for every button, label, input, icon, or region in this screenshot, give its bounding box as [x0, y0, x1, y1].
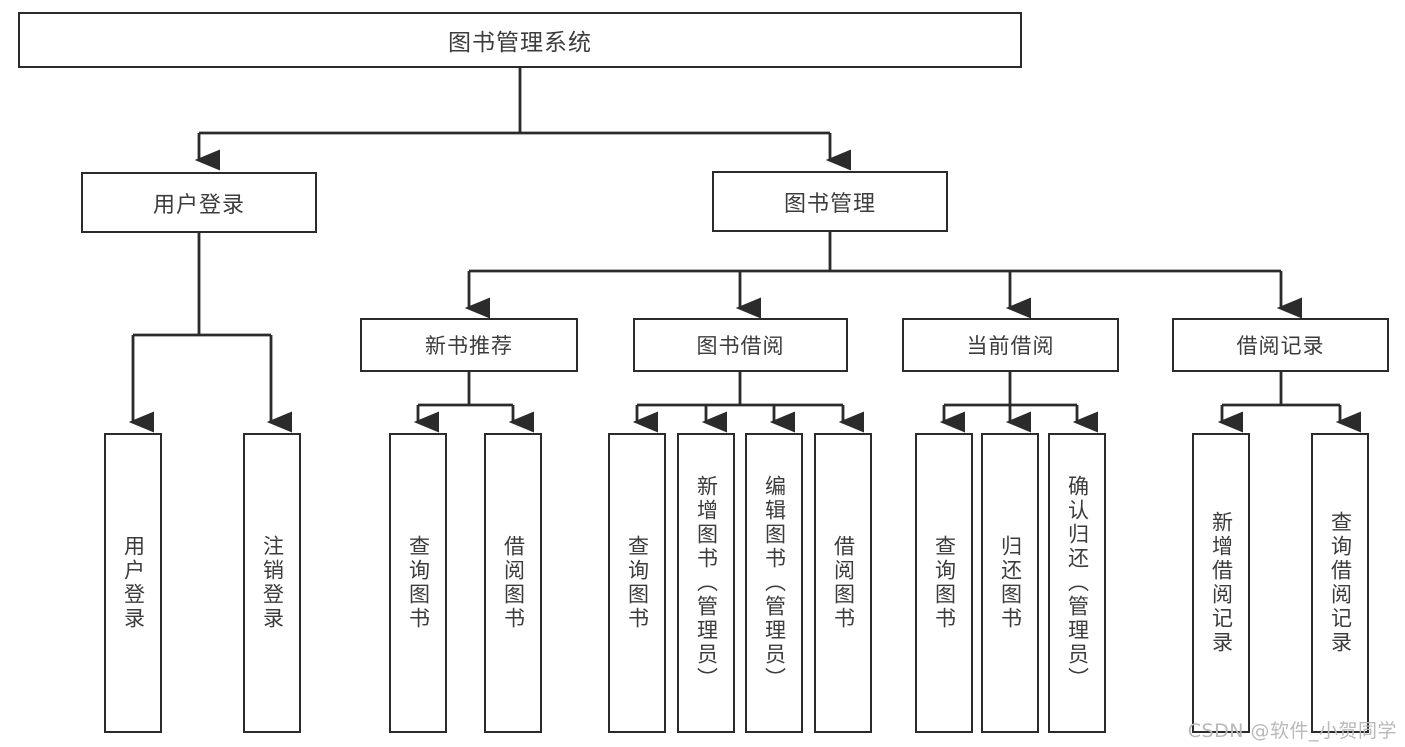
leaf-query-book-borrow[interactable]: 查询图书 [608, 433, 666, 733]
node-label: 查询借阅记录 [1328, 511, 1353, 655]
node-book-borrow[interactable]: 图书借阅 [633, 318, 848, 372]
node-label: 新增借阅记录 [1209, 511, 1234, 655]
node-label: 新书推荐 [425, 334, 513, 358]
node-label: 图书管理 [783, 191, 876, 217]
node-label: 借阅图书 [831, 535, 856, 631]
node-label: 新增图书（管理员） [694, 475, 719, 691]
node-current-borrow[interactable]: 当前借阅 [902, 318, 1119, 372]
node-user-login[interactable]: 用户登录 [81, 172, 317, 233]
node-label: 借阅图书 [501, 535, 526, 631]
node-label: 图书借阅 [696, 334, 785, 358]
node-label: 查询图书 [625, 535, 650, 631]
node-book-management[interactable]: 图书管理 [712, 171, 948, 232]
node-new-book-recommend[interactable]: 新书推荐 [360, 318, 578, 372]
leaf-confirm-return-admin[interactable]: 确认归还（管理员） [1048, 433, 1106, 733]
node-root-system[interactable]: 图书管理系统 [18, 12, 1022, 68]
node-label: 借阅记录 [1236, 334, 1325, 358]
node-label: 编辑图书（管理员） [762, 475, 787, 691]
leaf-borrow-book-recommend[interactable]: 借阅图书 [484, 433, 542, 733]
leaf-add-book-admin[interactable]: 新增图书（管理员） [677, 433, 735, 733]
node-label: 用户登录 [121, 535, 146, 631]
watermark: CSDN @软件_小贺同学 [1187, 720, 1397, 742]
leaf-query-borrow-record[interactable]: 查询借阅记录 [1311, 433, 1369, 733]
node-label: 确认归还（管理员） [1065, 475, 1090, 691]
node-label: 用户登录 [152, 192, 245, 218]
leaf-borrow-book[interactable]: 借阅图书 [814, 433, 872, 733]
node-label: 注销登录 [260, 535, 285, 631]
node-label: 图书管理系统 [448, 30, 592, 56]
leaf-logout[interactable]: 注销登录 [243, 433, 301, 733]
node-label: 归还图书 [998, 535, 1023, 631]
leaf-edit-book-admin[interactable]: 编辑图书（管理员） [745, 433, 803, 733]
node-label: 查询图书 [406, 535, 431, 631]
node-borrow-record[interactable]: 借阅记录 [1172, 318, 1389, 372]
node-label: 查询图书 [932, 535, 957, 631]
leaf-query-book-current[interactable]: 查询图书 [915, 433, 973, 733]
leaf-return-book[interactable]: 归还图书 [981, 433, 1039, 733]
leaf-add-borrow-record[interactable]: 新增借阅记录 [1192, 433, 1250, 733]
node-label: 当前借阅 [966, 334, 1055, 358]
leaf-query-book-recommend[interactable]: 查询图书 [389, 433, 447, 733]
leaf-user-login[interactable]: 用户登录 [104, 433, 162, 733]
